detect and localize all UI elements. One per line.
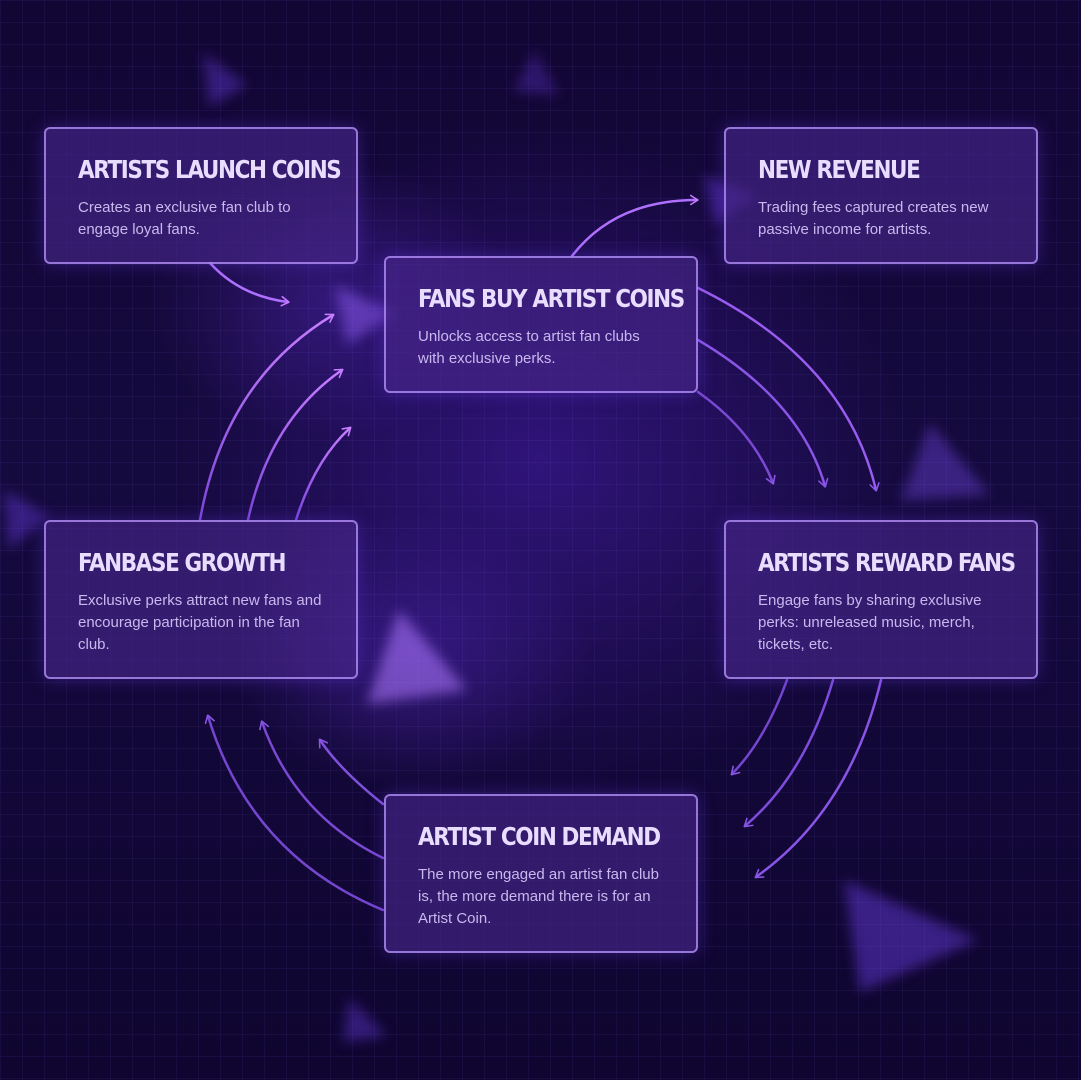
node-description: Exclusive perks attract new fans and enc… xyxy=(78,592,322,653)
arrow-growth-to-fans-buy-outer xyxy=(198,313,335,522)
node-fanbase-growth: Fanbase Growth Exclusive perks attract n… xyxy=(44,520,358,679)
node-description: Unlocks access to artist fan clubs with … xyxy=(418,328,640,367)
node-description: Trading fees captured creates new passiv… xyxy=(758,199,989,238)
node-title: Fanbase Growth xyxy=(78,548,287,577)
node-title: Artist Coin Demand xyxy=(418,822,661,851)
node-new-revenue: New Revenue Trading fees captured create… xyxy=(724,127,1038,264)
arrow-growth-to-fans-buy-inner xyxy=(294,426,352,522)
node-title: Fans Buy Artist Coins xyxy=(418,284,685,313)
arrow-demand-to-growth-middle xyxy=(259,720,385,860)
arrow-growth-to-fans-buy-middle xyxy=(246,368,344,522)
node-artist-coin-demand: Artist Coin Demand The more engaged an a… xyxy=(384,794,698,953)
arrow-launch-to-fans-buy xyxy=(208,261,290,307)
node-title: Artists Launch Coins xyxy=(78,155,342,184)
node-title: New Revenue xyxy=(758,155,921,184)
arrow-fans-buy-to-reward-inner xyxy=(696,390,776,485)
arrow-fans-buy-to-reward-outer xyxy=(696,286,880,492)
arrow-demand-to-growth-inner xyxy=(318,738,385,806)
arrow-demand-to-growth-outer xyxy=(204,714,385,912)
node-fans-buy-artist-coins: Fans Buy Artist Coins Unlocks access to … xyxy=(384,256,698,393)
node-artists-launch-coins: Artists Launch Coins Creates an exclusiv… xyxy=(44,127,358,264)
arrow-reward-to-demand-middle xyxy=(743,678,835,828)
node-description: Creates an exclusive fan club to engage … xyxy=(78,199,291,238)
node-artists-reward-fans: Artists Reward Fans Engage fans by shari… xyxy=(724,520,1038,679)
arrow-reward-to-demand-outer xyxy=(754,678,883,879)
node-title: Artists Reward Fans xyxy=(758,548,1016,577)
node-description: The more engaged an artist fan club is, … xyxy=(418,866,659,927)
arrow-fans-buy-to-revenue xyxy=(570,194,699,258)
node-description: Engage fans by sharing exclusive perks: … xyxy=(758,592,982,653)
arrow-reward-to-demand-inner xyxy=(730,678,789,776)
arrow-fans-buy-to-reward-middle xyxy=(696,338,829,488)
